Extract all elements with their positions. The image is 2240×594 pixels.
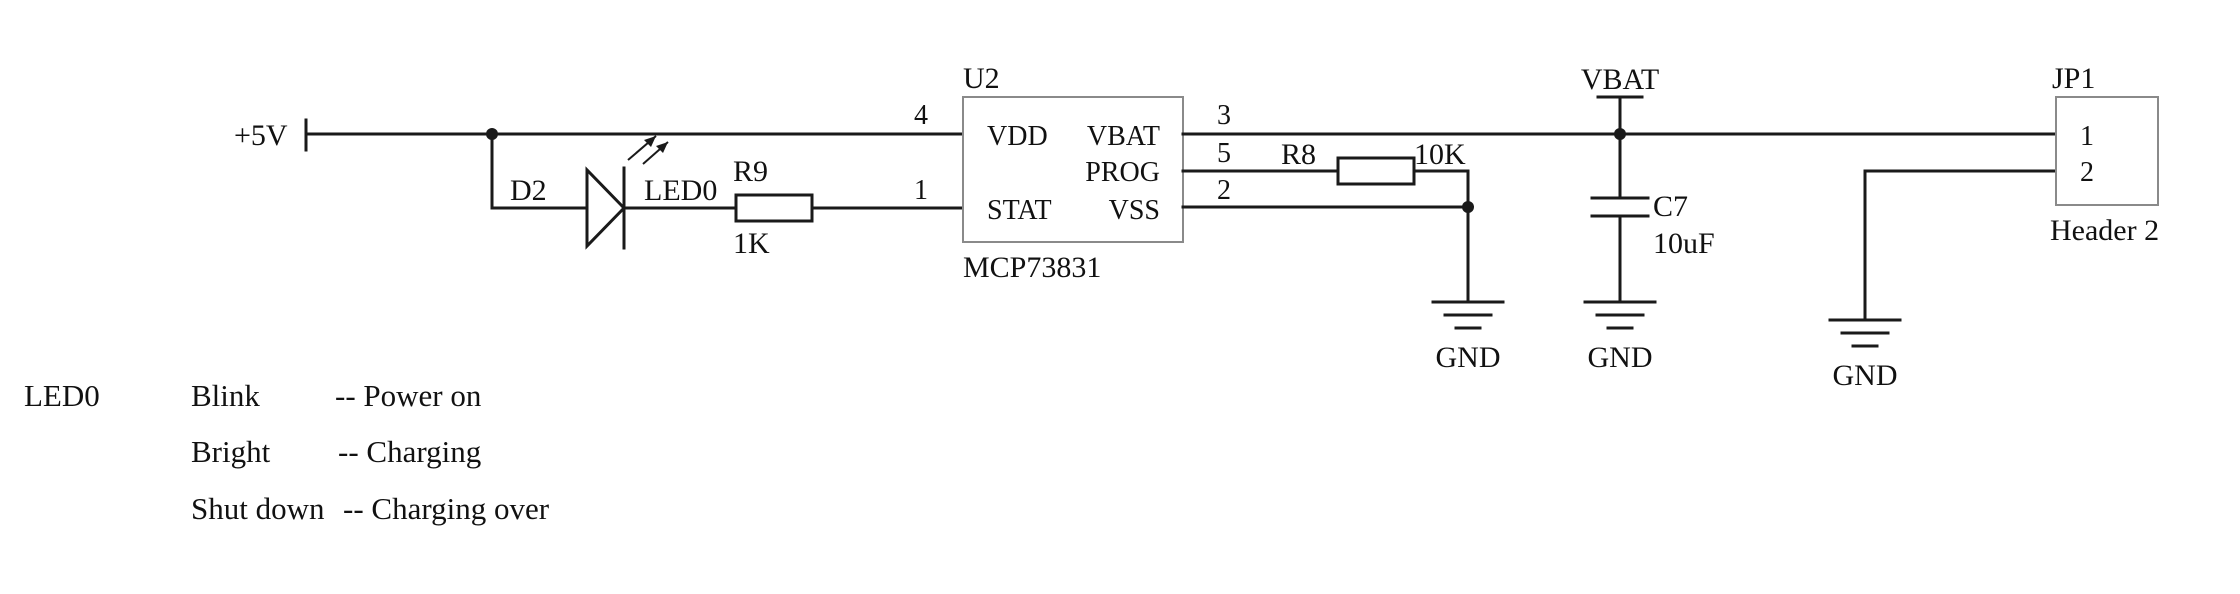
gnd-label-1: GND	[1436, 341, 1501, 374]
note-meaning-charging: -- Charging	[338, 434, 481, 469]
capacitor-c7: C7 10uF	[1590, 132, 1715, 304]
supply-label: +5V	[234, 119, 288, 152]
wire-led-branch	[490, 132, 587, 210]
resistor-r9: R9 1K	[733, 155, 814, 260]
u2-pin-vdd: VDD	[987, 121, 1048, 152]
led-status-notes: LED0 Blink -- Power on Bright -- Chargin…	[24, 378, 550, 526]
u2-pin5-num: 5	[1217, 138, 1231, 169]
u2-pin-vss: VSS	[1109, 195, 1160, 226]
gnd-symbol-3: GND	[1828, 318, 1902, 392]
header-jp1: JP1 1 2 Header 2	[2050, 62, 2159, 247]
wire-jp1-gnd	[1863, 169, 2058, 322]
gnd-label-3: GND	[1833, 359, 1898, 392]
u2-ref: U2	[963, 62, 1000, 95]
gnd-symbol-1: GND	[1431, 300, 1505, 374]
u2-pin-prog: PROG	[1085, 157, 1160, 188]
gnd-label-2: GND	[1588, 341, 1653, 374]
junction-gnd	[1462, 201, 1474, 213]
vbat-power-symbol: VBAT	[1581, 63, 1659, 136]
c7-value: 10uF	[1653, 227, 1715, 260]
note-meaning-charging-over: -- Charging over	[343, 491, 550, 526]
c7-ref: C7	[1653, 190, 1688, 223]
u2-pin-stat: STAT	[987, 195, 1052, 226]
r9-ref: R9	[733, 155, 768, 188]
note-state-bright: Bright	[191, 434, 271, 469]
wire-r8-gnd	[1412, 169, 1470, 304]
u2-pin4-num: 4	[914, 100, 928, 131]
led-d2: D2 LED0	[510, 135, 717, 250]
u2-pin-vbat: VBAT	[1087, 121, 1160, 152]
vbat-label: VBAT	[1581, 63, 1659, 96]
u2-pin1-num: 1	[914, 175, 928, 206]
resistor-r8: R8 10K	[1281, 138, 1466, 186]
r8-value: 10K	[1414, 138, 1466, 171]
r8-ref: R8	[1281, 138, 1316, 171]
led0-net-label: LED0	[644, 174, 717, 207]
u2-pin3-num: 3	[1217, 100, 1231, 131]
r9-value: 1K	[733, 227, 770, 260]
supply-5v: +5V	[234, 118, 308, 152]
jp1-ref: JP1	[2052, 62, 2095, 95]
jp1-name: Header 2	[2050, 214, 2159, 247]
jp1-pin2: 2	[2080, 157, 2094, 188]
d2-ref: D2	[510, 174, 547, 207]
jp1-pin1: 1	[2080, 121, 2094, 152]
u2-part: MCP73831	[963, 251, 1101, 284]
ic-u2: U2 MCP73831 4 1 3 5 2 VDD STAT VBAT PROG…	[914, 62, 1231, 284]
u2-pin2-num: 2	[1217, 175, 1231, 206]
gnd-symbol-2: GND	[1583, 300, 1657, 374]
notes-title: LED0	[24, 378, 100, 413]
note-state-blink: Blink	[191, 378, 260, 413]
note-meaning-power-on: -- Power on	[335, 378, 482, 413]
note-state-shutdown: Shut down	[191, 491, 325, 526]
